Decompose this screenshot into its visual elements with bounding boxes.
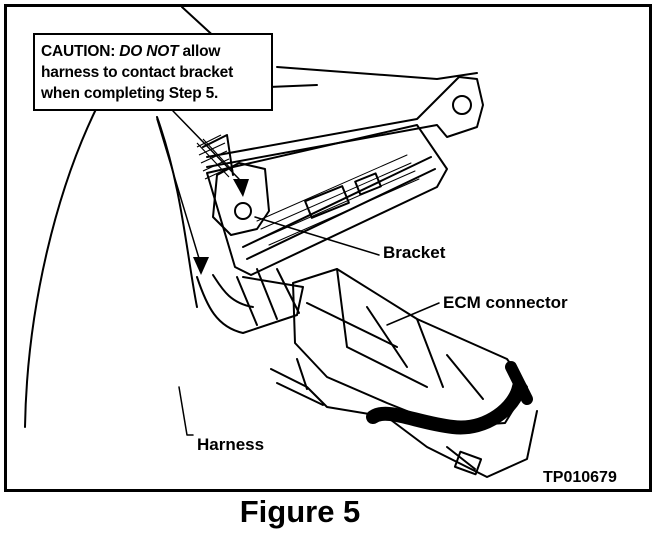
- harness-label: Harness: [197, 435, 265, 454]
- bracket-leader: [254, 216, 380, 256]
- ecm-leader: [386, 302, 440, 326]
- figure-code: TP010679: [543, 469, 617, 486]
- lower-bracket-hole: [234, 202, 252, 220]
- bracket-label: Bracket: [383, 243, 446, 262]
- caution-line-1: CAUTION: DO NOT allow: [41, 41, 265, 62]
- ecm-harness-illustration: [24, 7, 538, 478]
- ecm-unit: [206, 124, 448, 276]
- caution-leader-2: [172, 110, 240, 180]
- arrow-down-left: [193, 257, 209, 275]
- caution-line-2: harness to contact bracket: [41, 64, 234, 81]
- upper-bracket: [206, 76, 484, 168]
- arrow-down-bracket: [233, 179, 249, 197]
- figure-title: Figure 5: [239, 494, 361, 529]
- caution-box: CAUTION: DO NOT allow harness to contact…: [33, 33, 273, 111]
- caution-label: CAUTION:: [41, 43, 116, 60]
- caution-line-3: when completing Step 5.: [41, 85, 219, 102]
- caution-line1-rest: allow: [178, 43, 221, 60]
- ecm-connector-label: ECM connector: [443, 293, 568, 312]
- upper-bracket-hole: [452, 95, 472, 115]
- ecm-connector: [292, 268, 528, 428]
- caution-leader-1: [156, 118, 202, 266]
- pillar-outline: [156, 116, 198, 308]
- harness-outline: [196, 276, 304, 334]
- body-panel-outline: [24, 102, 100, 428]
- harness-leader: [178, 386, 194, 436]
- wire-bundle: [366, 380, 526, 435]
- caution-do-not: DO NOT: [119, 43, 179, 60]
- lower-bracket: [212, 162, 270, 236]
- figure-frame: CAUTION: DO NOT allow harness to contact…: [4, 4, 652, 492]
